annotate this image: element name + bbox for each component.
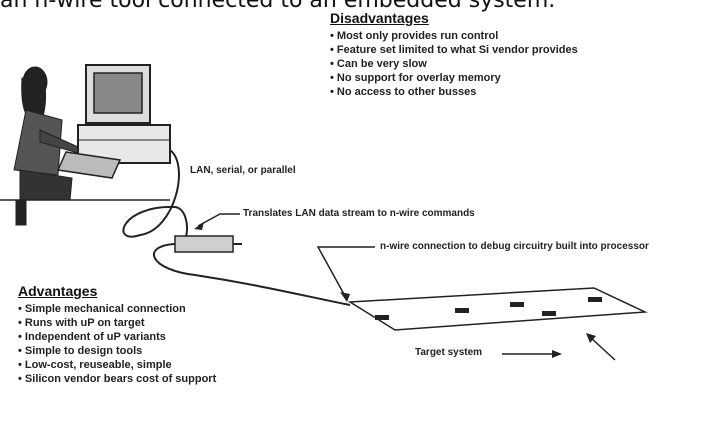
link-label: LAN, serial, or parallel (190, 165, 296, 176)
caption-text: an n-wire tool connected to an embedded … (0, 0, 556, 13)
list-item: Silicon vendor bears cost of support (18, 372, 216, 386)
list-item: Low-cost, reuseable, simple (18, 358, 216, 372)
list-item: Simple to design tools (18, 344, 216, 358)
target-system-label: Target system (415, 347, 483, 358)
target-board (347, 287, 648, 331)
list-item: No access to other busses (330, 85, 578, 99)
advantages-list: Simple mechanical connection Runs with u… (18, 302, 216, 386)
list-item: Most only provides run control (330, 29, 578, 43)
disadvantages-list: Most only provides run control Feature s… (330, 29, 578, 99)
list-item: Runs with uP on target (18, 316, 216, 330)
list-item: Feature set limited to what Si vendor pr… (330, 43, 578, 57)
list-item: No support for overlay memory (330, 71, 578, 85)
computer-illustration (0, 64, 171, 201)
list-item: Can be very slow (330, 57, 578, 71)
list-item: Independent of uP variants (18, 330, 216, 344)
connection-label: n-wire connection to debug circuitry bui… (380, 241, 649, 252)
advantages-heading: Advantages (18, 283, 98, 299)
translator-label: Translates LAN data stream to n-wire com… (243, 208, 475, 219)
list-item: Simple mechanical connection (18, 302, 216, 316)
advantages-panel: Advantages Simple mechanical connection … (18, 283, 216, 386)
disadvantages-heading: Disadvantages (330, 10, 429, 26)
disadvantages-panel: Disadvantages Most only provides run con… (330, 10, 578, 99)
translator-box (174, 235, 242, 253)
user-illustration (13, 66, 89, 226)
